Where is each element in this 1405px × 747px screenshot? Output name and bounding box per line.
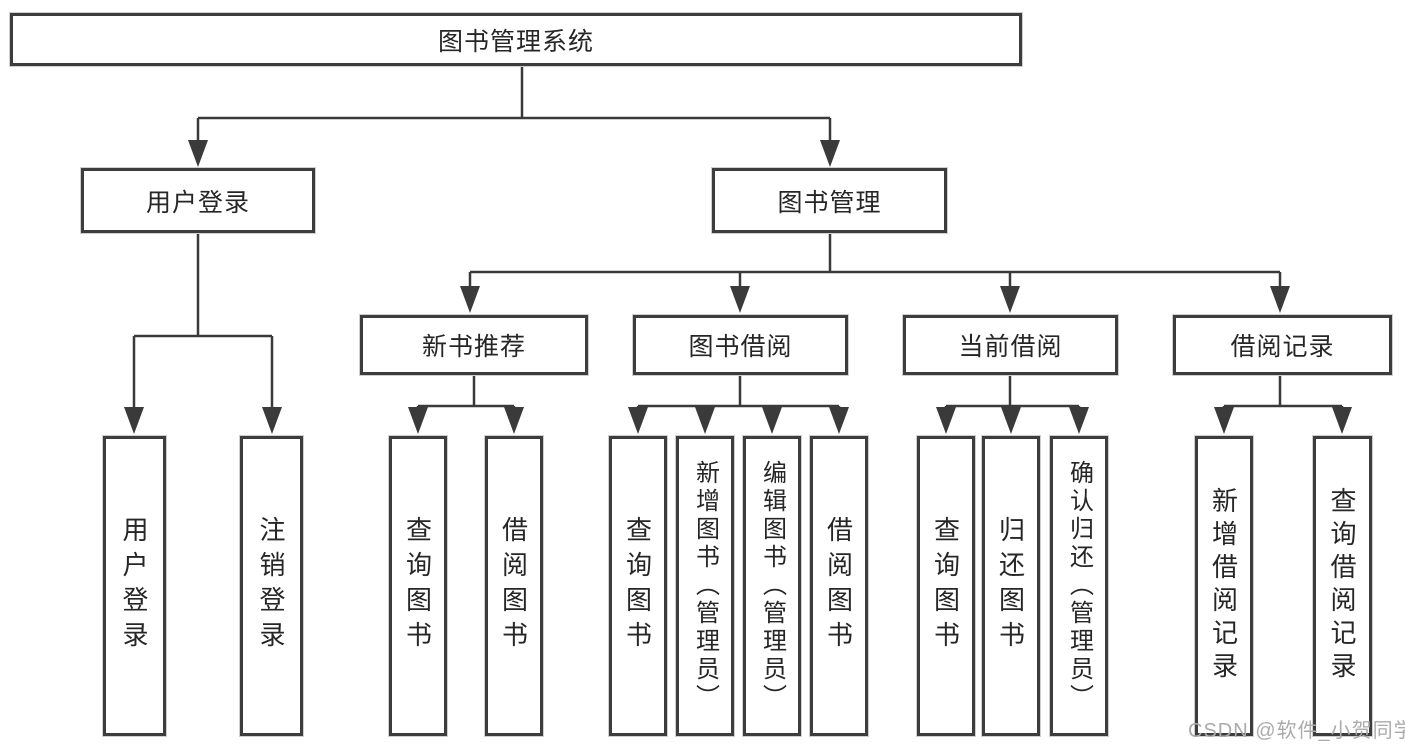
arrowhead	[762, 407, 782, 434]
arrowhead	[1332, 407, 1352, 434]
leaf-logout-login: 注销登录	[240, 436, 303, 736]
leaf-edit-books-admin: 编辑图书（管理员）	[743, 436, 801, 736]
leaf-confirm-return-admin: 确认归还（管理员）	[1050, 436, 1108, 736]
arrowhead	[695, 407, 715, 434]
leaf-query-books-borrow: 查询图书	[609, 436, 667, 736]
leaf-query-books-current: 查询图书	[917, 436, 975, 736]
leaf-return-books: 归还图书	[982, 436, 1040, 736]
arrowhead	[1270, 286, 1290, 313]
node-borrow-records: 借阅记录	[1173, 315, 1392, 375]
leaf-query-borrow-record: 查询借阅记录	[1313, 436, 1372, 736]
arrowhead	[408, 407, 428, 434]
leaf-borrow-books-recommend: 借阅图书	[485, 436, 543, 736]
arrowheads	[124, 140, 1352, 434]
leaf-borrow-books: 借阅图书	[810, 436, 868, 736]
arrowhead	[460, 286, 480, 313]
arrowhead	[628, 407, 648, 434]
csdn-watermark: CSDN @软件_小贺同学	[1188, 720, 1405, 742]
node-user-login: 用户登录	[81, 168, 315, 233]
arrowhead	[1001, 407, 1021, 434]
arrowhead	[124, 407, 144, 434]
arrowhead	[188, 140, 208, 167]
leaf-query-books-recommend: 查询图书	[389, 436, 447, 736]
leaf-add-borrow-record: 新增借阅记录	[1195, 436, 1253, 736]
node-root-library-system: 图书管理系统	[10, 13, 1022, 66]
arrowhead	[1000, 286, 1020, 313]
leaf-user-login: 用户登录	[103, 436, 166, 736]
arrowhead	[504, 407, 524, 434]
arrowhead	[262, 407, 282, 434]
arrowhead	[730, 286, 750, 313]
node-book-management: 图书管理	[712, 168, 947, 233]
leaf-add-books-admin: 新增图书（管理员）	[676, 436, 734, 736]
arrowhead	[829, 407, 849, 434]
arrowhead	[820, 140, 840, 167]
node-new-book-recommend: 新书推荐	[360, 315, 588, 375]
arrowhead	[1214, 407, 1234, 434]
arrowhead	[1069, 407, 1089, 434]
node-current-borrow: 当前借阅	[903, 315, 1118, 375]
node-book-borrow: 图书借阅	[633, 315, 848, 375]
arrowhead	[936, 407, 956, 434]
